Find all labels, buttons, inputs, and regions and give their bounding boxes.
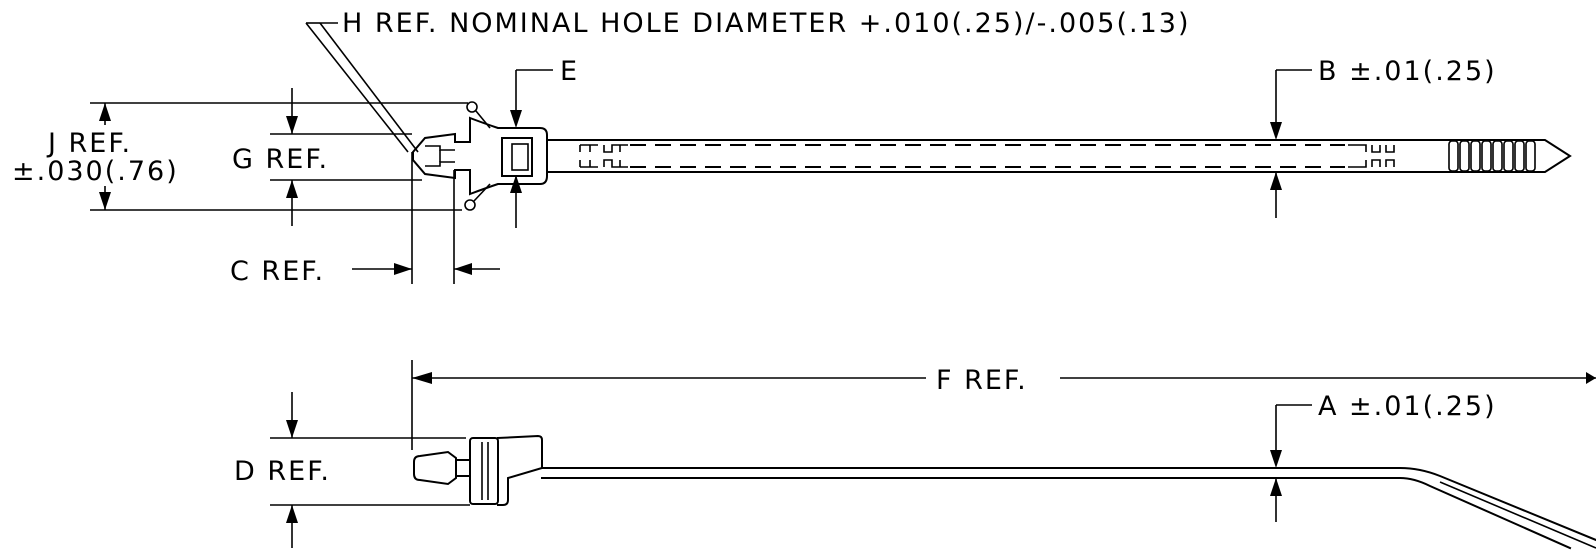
- strap-top: [546, 139, 1572, 173]
- a-leader: [1270, 404, 1312, 522]
- f-dimension: [411, 360, 1596, 450]
- mount-head-side: [413, 434, 543, 506]
- c-label: C REF.: [230, 256, 325, 287]
- h-ref-note: H REF. NOMINAL HOLE DIAMETER +.010(.25)/…: [342, 8, 1191, 39]
- a-label: A ±.01(.25): [1318, 391, 1497, 422]
- d-label: D REF.: [234, 456, 331, 487]
- c-dimension: [352, 152, 500, 284]
- strap-side: [541, 467, 1596, 550]
- j-label-line1: J REF.: [46, 128, 132, 159]
- g-dimension: [270, 88, 422, 226]
- b-leader: [1270, 69, 1312, 218]
- e-label: E: [560, 56, 579, 87]
- f-label: F REF.: [936, 365, 1028, 396]
- h-note-leader: [305, 22, 419, 153]
- j-dimension: [90, 102, 468, 211]
- b-label: B ±.01(.25): [1318, 56, 1497, 87]
- mount-head-top: [412, 101, 548, 211]
- d-dimension: [270, 392, 470, 548]
- g-label: G REF.: [232, 144, 329, 175]
- j-label-line2: ±.030(.76): [12, 156, 179, 187]
